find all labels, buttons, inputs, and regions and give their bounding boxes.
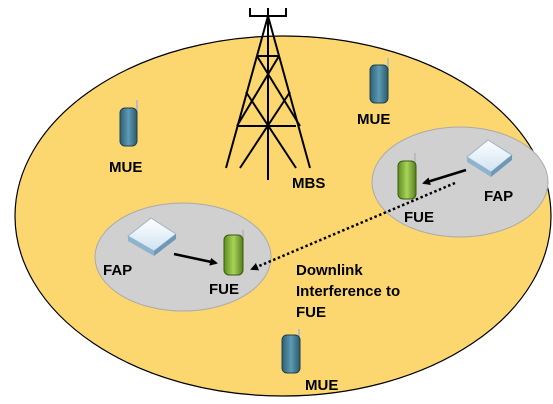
interference-label-line1: Downlink (296, 262, 363, 279)
mue-phone-left (119, 100, 138, 147)
interference-label-line2: Interference to (296, 283, 400, 300)
fue-phone-right (397, 153, 417, 200)
mue-phone-bottom (281, 329, 301, 374)
fap-to-fue-arrow-left (173, 252, 218, 266)
mue-label-left: MUE (109, 159, 142, 176)
fap-to-fue-arrow-right (422, 168, 467, 186)
interference-arrow (250, 181, 456, 271)
fue-label-left: FUE (209, 281, 239, 298)
mue-label-bottom: MUE (305, 377, 338, 394)
interference-label-line3: FUE (296, 304, 326, 321)
fap-label-left: FAP (103, 262, 132, 279)
access-point-icon-right (466, 139, 513, 177)
mue-label-top: MUE (357, 111, 390, 128)
mbs-label: MBS (292, 175, 325, 192)
fap-label-right: FAP (484, 188, 513, 205)
access-point-icon-left (127, 217, 177, 256)
fue-label-right: FUE (404, 209, 434, 226)
tower-icon (225, 8, 311, 180)
fue-phone-left (223, 230, 244, 276)
mue-phone-top (369, 58, 389, 104)
